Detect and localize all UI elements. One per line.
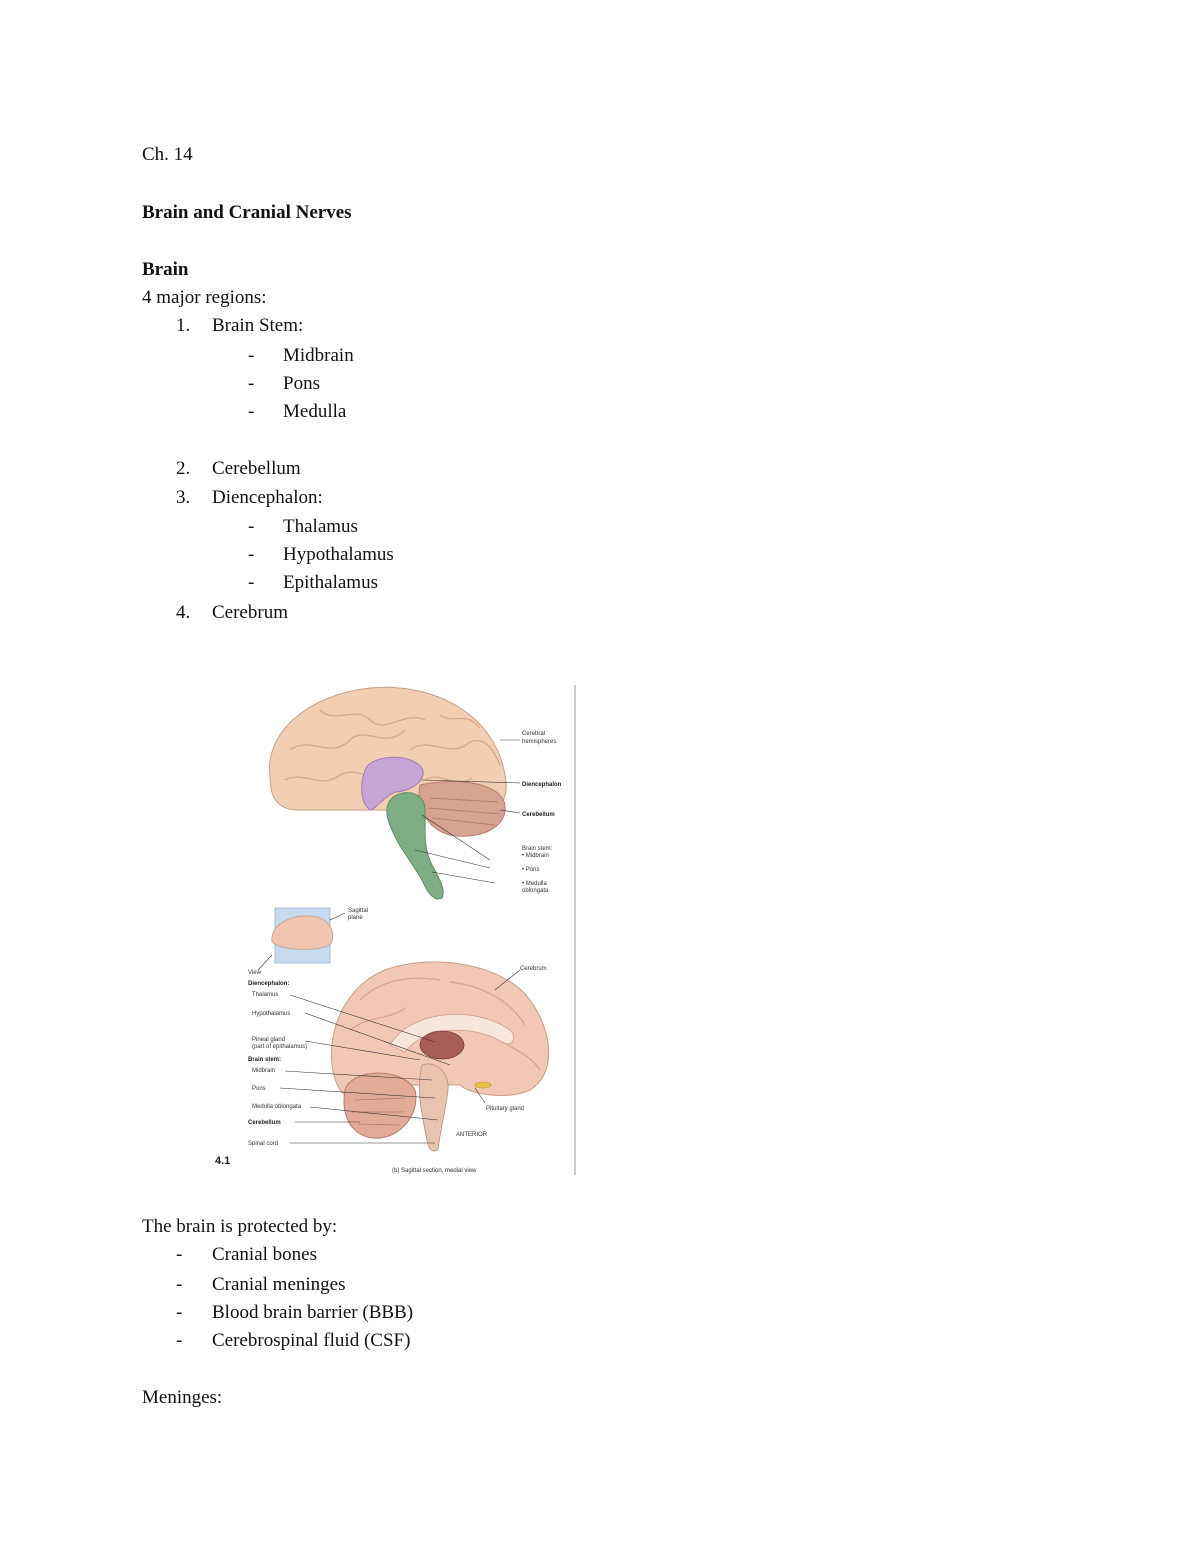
fig-label: View — [248, 970, 262, 976]
protection-intro: The brain is protected by: — [142, 1216, 338, 1237]
figure-number: 4.1 — [215, 1155, 230, 1167]
document-title: Brain and Cranial Nerves — [142, 202, 352, 223]
fig-label: Diencephalon — [522, 782, 562, 788]
sub-item-midbrain: Midbrain — [283, 345, 354, 366]
sub-item-medulla: Medulla — [283, 401, 347, 422]
bullet-dash: - — [176, 1330, 183, 1351]
sub-item-hypothalamus: Hypothalamus — [283, 544, 394, 565]
list-item-cranial-bones: Cranial bones — [212, 1244, 318, 1265]
fig-label: Thalamus — [252, 992, 278, 998]
bullet-dash: - — [248, 572, 255, 593]
sub-item-epithalamus: Epithalamus — [283, 572, 378, 593]
fig-label: Pituitary gland — [486, 1106, 524, 1112]
fig-label: Spinal cord — [248, 1141, 278, 1147]
bullet-dash: - — [248, 516, 255, 537]
brain-anatomy-figure: Cerebral hemispheres Diencephalon Cerebe… — [215, 685, 576, 1175]
sub-item-thalamus: Thalamus — [283, 516, 358, 537]
chapter-label: Ch. 14 — [142, 144, 193, 165]
list-item-diencephalon: Diencephalon: — [212, 487, 323, 508]
list-number: 1. — [176, 315, 191, 336]
bullet-dash: - — [176, 1274, 183, 1295]
fig-label: Cerebral — [522, 731, 545, 737]
bullet-dash: - — [176, 1244, 183, 1265]
fig-label: Cerebellum — [248, 1120, 281, 1126]
fig-label: Pineal gland — [252, 1037, 285, 1043]
regions-intro: 4 major regions: — [142, 287, 267, 308]
fig-label: • Medulla — [522, 881, 547, 887]
bullet-dash: - — [248, 345, 255, 366]
fig-label: Hypothalamus — [252, 1011, 290, 1017]
fig-label: Brain stem: — [248, 1057, 281, 1063]
sub-item-pons: Pons — [283, 373, 320, 394]
fig-label: Diencephalon: — [248, 981, 289, 987]
bullet-dash: - — [176, 1302, 183, 1323]
fig-label: Pons — [252, 1086, 266, 1092]
section-heading-brain: Brain — [142, 259, 189, 280]
fig-label: Cerebellum — [522, 812, 555, 818]
list-item-cranial-meninges: Cranial meninges — [212, 1274, 346, 1295]
fig-label: (part of epithalamus) — [252, 1044, 307, 1050]
fig-label: Brain stem: — [522, 846, 553, 852]
fig-label: ANTERIOR — [456, 1132, 488, 1138]
fig-label: plane — [348, 915, 363, 921]
fig-label: Sagittal — [348, 908, 368, 914]
fig-label: oblongata — [522, 888, 549, 894]
list-number: 4. — [176, 602, 191, 623]
list-item-csf: Cerebrospinal fluid (CSF) — [212, 1330, 411, 1351]
bullet-dash: - — [248, 401, 255, 422]
list-item-brain-stem: Brain Stem: — [212, 315, 304, 336]
fig-label: Cerebrum — [520, 966, 547, 972]
meninges-heading: Meninges: — [142, 1387, 223, 1408]
list-item-cerebellum: Cerebellum — [212, 458, 301, 479]
fig-caption: (b) Sagittal section, medial view — [392, 1168, 477, 1174]
fig-label: • Pons — [522, 867, 539, 873]
list-number: 3. — [176, 487, 191, 508]
fig-label: Midbrain — [252, 1068, 275, 1074]
fig-label: • Midbrain — [522, 853, 549, 859]
bullet-dash: - — [248, 373, 255, 394]
bullet-dash: - — [248, 544, 255, 565]
fig-label: hemispheres — [522, 739, 556, 745]
list-item-cerebrum: Cerebrum — [212, 602, 288, 623]
fig-label: Medulla oblongata — [252, 1104, 302, 1110]
list-item-bbb: Blood brain barrier (BBB) — [212, 1302, 414, 1323]
list-number: 2. — [176, 458, 191, 479]
